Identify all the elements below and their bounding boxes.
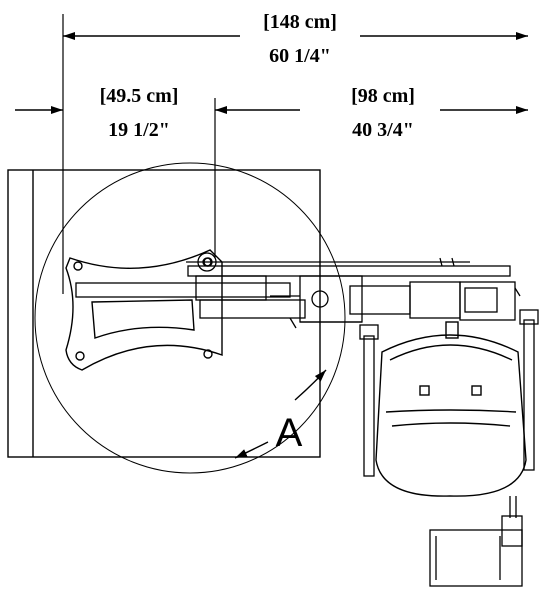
base-plate bbox=[7, 169, 321, 458]
footrest bbox=[429, 496, 523, 587]
rotation-arrows bbox=[234, 369, 327, 459]
rotation-label: A bbox=[276, 411, 303, 455]
armrests bbox=[359, 309, 539, 477]
right-dimension-imperial: 40 3/4" bbox=[352, 119, 414, 141]
chair-seat bbox=[375, 321, 527, 497]
overall-dimension-imperial: 60 1/4" bbox=[269, 45, 331, 67]
mounting-bracket bbox=[65, 249, 223, 371]
swing-arm bbox=[75, 252, 521, 329]
right-dimension-metric: [98 cm] bbox=[351, 85, 415, 107]
rotation-circle bbox=[34, 162, 346, 474]
extension-lines bbox=[62, 14, 216, 294]
left-dimension-metric: [49.5 cm] bbox=[100, 85, 179, 107]
overall-dimension-metric: [148 cm] bbox=[263, 11, 337, 33]
left-dimension-imperial: 19 1/2" bbox=[108, 119, 170, 141]
